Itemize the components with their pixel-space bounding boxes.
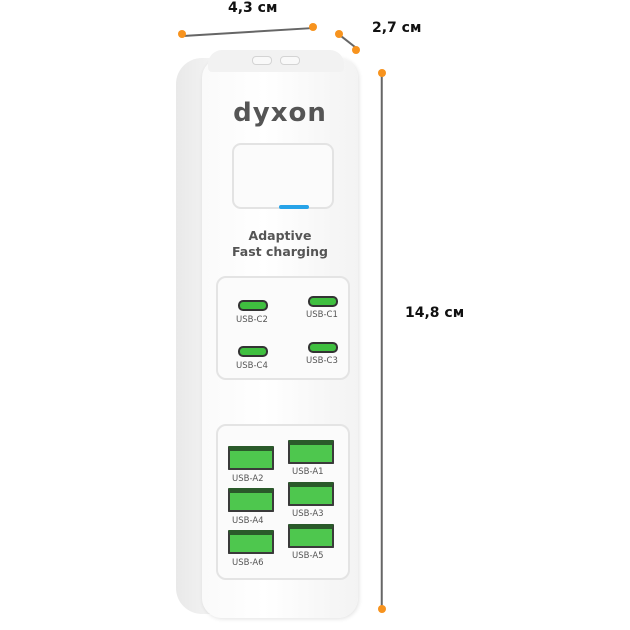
- brand-logo: dyxon: [233, 98, 327, 128]
- usb-c1-port: [308, 296, 338, 307]
- top-socket-right: [280, 56, 300, 65]
- depth-marker-start: [335, 30, 343, 38]
- usb-a4-label: USB-A4: [232, 516, 264, 526]
- usb-a2-label: USB-A2: [232, 474, 264, 484]
- tagline-line1: Adaptive: [248, 228, 312, 243]
- depth-label: 2,7 см: [372, 20, 422, 36]
- display-window: [232, 143, 334, 209]
- top-socket-left: [252, 56, 272, 65]
- usb-a2-port: [228, 446, 274, 470]
- status-led: [279, 205, 309, 209]
- usb-a5-label: USB-A5: [292, 551, 324, 561]
- usb-c1-label: USB-C1: [306, 310, 338, 320]
- usb-a1-port: [288, 440, 334, 464]
- height-label: 14,8 см: [405, 305, 465, 321]
- device-front: dyxon Adaptive Fast charging USB-C2 USB-…: [202, 58, 358, 618]
- height-marker-start: [378, 69, 386, 77]
- tagline-line2: Fast charging: [232, 244, 328, 259]
- usb-charging-station: dyxon Adaptive Fast charging USB-C2 USB-…: [176, 50, 366, 618]
- width-label: 4,3 см: [228, 0, 278, 16]
- usb-a-panel: USB-A2 USB-A1 USB-A4 USB-A3 USB-A6 USB-A…: [216, 424, 350, 580]
- usb-c3-port: [308, 342, 338, 353]
- usb-a5-port: [288, 524, 334, 548]
- height-marker-end: [378, 605, 386, 613]
- width-marker-end: [309, 23, 317, 31]
- width-dimension-line: [182, 27, 313, 37]
- usb-a4-port: [228, 488, 274, 512]
- usb-a6-label: USB-A6: [232, 558, 264, 568]
- usb-c4-label: USB-C4: [236, 361, 268, 371]
- usb-a1-label: USB-A1: [292, 467, 324, 477]
- usb-c3-label: USB-C3: [306, 356, 338, 366]
- usb-a3-label: USB-A3: [292, 509, 324, 519]
- depth-marker-end: [352, 46, 360, 54]
- usb-c4-port: [238, 346, 268, 357]
- usb-a6-port: [228, 530, 274, 554]
- usb-c-panel: USB-C2 USB-C1 USB-C4 USB-C3: [216, 276, 350, 380]
- height-dimension-line: [381, 73, 383, 610]
- usb-c2-port: [238, 300, 268, 311]
- usb-a3-port: [288, 482, 334, 506]
- device-top: [208, 50, 344, 72]
- usb-c2-label: USB-C2: [236, 315, 268, 325]
- width-marker-start: [178, 30, 186, 38]
